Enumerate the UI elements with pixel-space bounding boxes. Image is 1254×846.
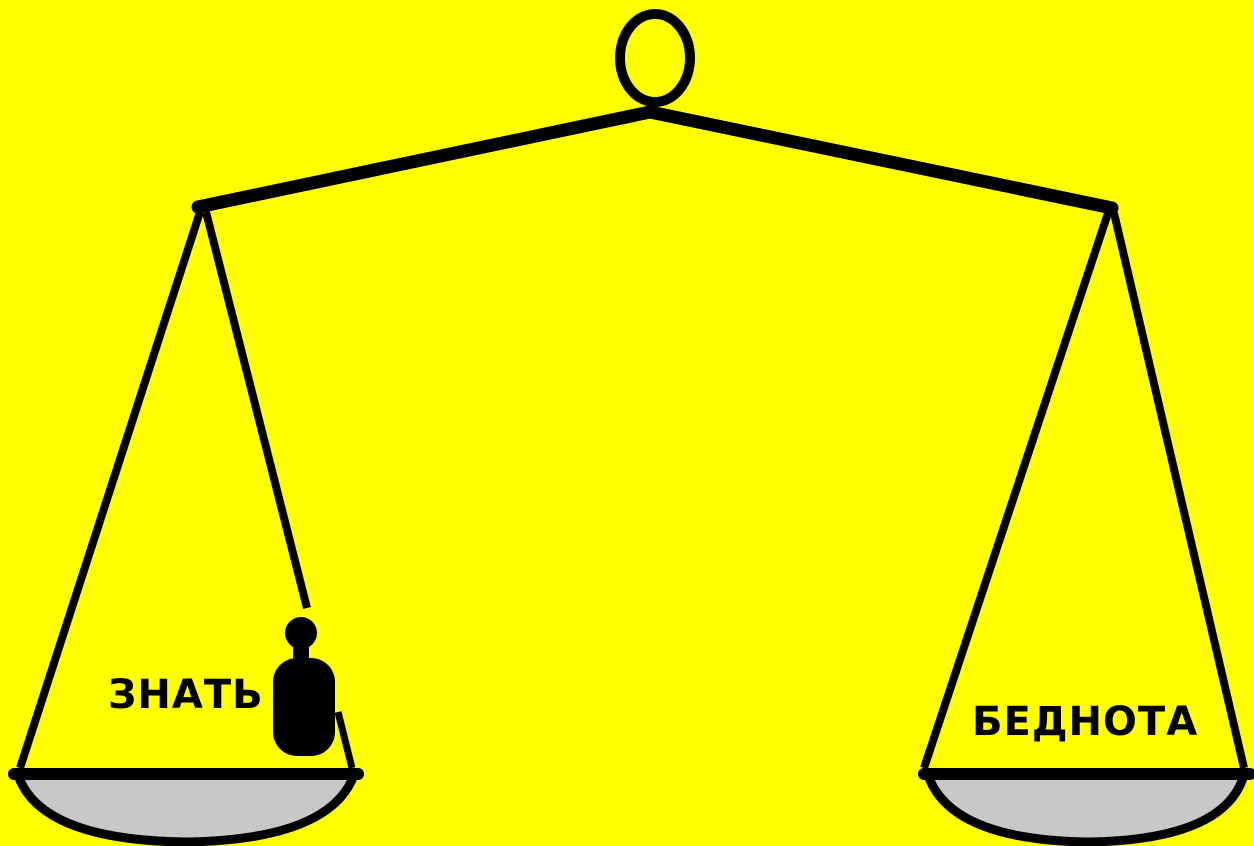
left-pan-label: ЗНАТЬ [108,672,264,718]
right-string-inner [924,213,1108,768]
left-string-inner [206,212,307,608]
left-string-inner-lower [338,712,352,768]
weight-body [273,658,335,756]
left-pan-bowl [18,775,354,842]
right-string-outer [1114,213,1244,768]
scale-beam [198,112,1112,208]
hanging-ring [620,14,690,102]
right-pan-label: БЕДНОТА [972,699,1198,745]
right-pan-bowl [928,775,1244,842]
